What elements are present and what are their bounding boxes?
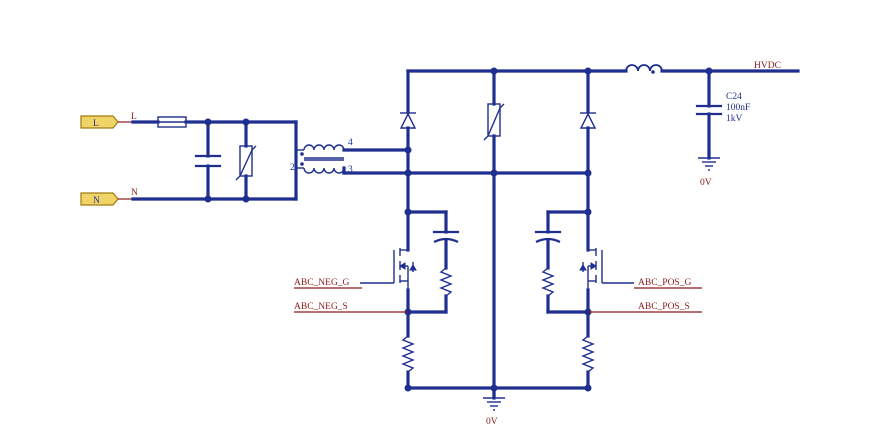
port-neutral: N (80, 192, 133, 206)
neg-mosfet (360, 248, 417, 290)
net-label-abc-pos-s: ABC_POS_S (638, 302, 690, 312)
bridge-varistor (483, 103, 505, 141)
choke-pin-4: 4 (348, 138, 353, 148)
bridge-wiring (406, 69, 628, 400)
net-label-abc-neg-s: ABC_NEG_S (294, 302, 348, 312)
net-label-hvdc: HVDC (754, 61, 781, 71)
net-label-abc-pos-g: ABC_POS_G (638, 278, 691, 288)
c24-voltage: 1kV (726, 114, 743, 124)
pos-snubber-resistor (541, 267, 555, 297)
port-line: L (80, 115, 133, 129)
choke-pin-3: 3 (348, 165, 353, 175)
neg-gate-resistor (401, 335, 415, 373)
c24-value: 100nF (726, 103, 750, 113)
ground-output (698, 150, 720, 171)
output-inductor (625, 64, 800, 74)
pos-gate-resistor (581, 335, 595, 373)
choke-pin-2: 2 (290, 163, 295, 173)
net-label-l: L (131, 112, 137, 122)
net-label-n: N (131, 188, 138, 198)
input-wiring (131, 120, 298, 201)
ground-bridge (483, 397, 505, 411)
fuse (157, 116, 187, 128)
neg-switch-branch (406, 210, 460, 390)
port-neutral-label: N (93, 196, 100, 206)
diode-left (399, 112, 417, 129)
x-capacitor (194, 154, 222, 168)
neg-snubber-resistor (439, 267, 453, 297)
net-label-abc-neg-g: ABC_NEG_G (294, 278, 350, 288)
pos-mosfet (579, 248, 634, 290)
input-varistor (235, 145, 257, 181)
diode-right (579, 112, 597, 129)
port-line-label: L (93, 119, 99, 129)
common-mode-choke (296, 144, 590, 175)
ground-output-label: 0V (700, 178, 712, 188)
ground-bridge-label: 0V (486, 417, 498, 427)
capacitor-c24 (695, 69, 723, 154)
pos-switch-branch (534, 210, 590, 390)
c24-ref: C24 (726, 92, 742, 102)
